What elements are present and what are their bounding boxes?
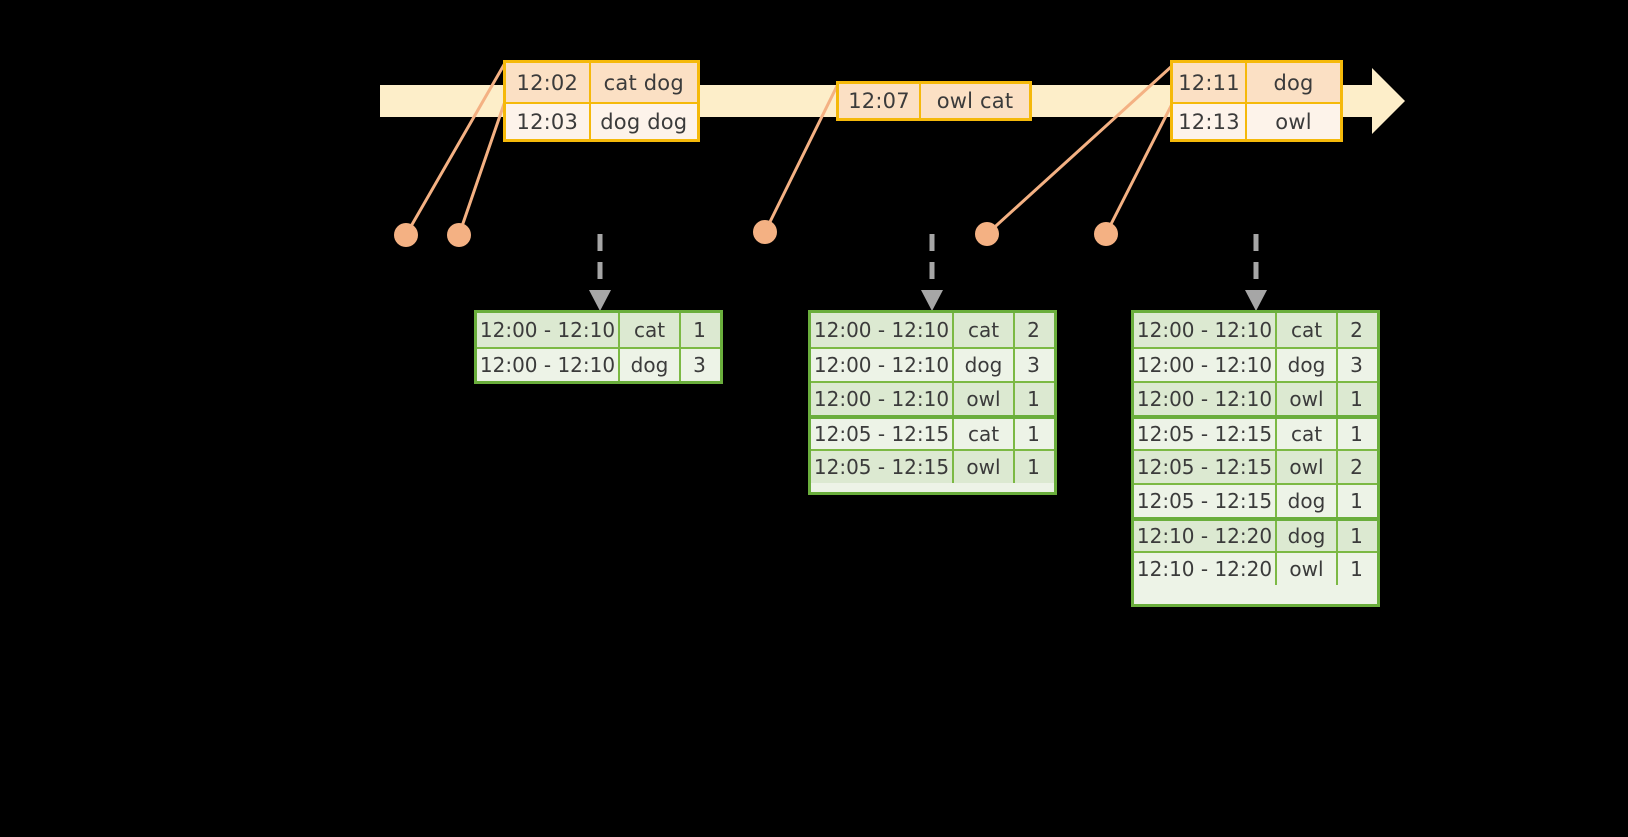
marker-dot [975, 222, 999, 246]
table-row: 12:10 - 12:20 owl 1 [1134, 551, 1377, 585]
key-cell: cat [620, 313, 681, 347]
event-words: cat dog [603, 70, 684, 95]
window-cell: 12:10 - 12:20 [1134, 521, 1277, 551]
flow-arrow-3 [1245, 234, 1267, 311]
count-cell: 1 [1350, 387, 1363, 411]
table-row: 12:05 - 12:15 cat 1 [1134, 415, 1377, 449]
window-cell: 12:00 - 12:10 [811, 313, 954, 347]
key-cell: owl [1277, 553, 1338, 585]
key-cell: dog [1277, 521, 1338, 551]
window-cell: 12:05 - 12:15 [1134, 419, 1277, 449]
event-row: 12:03 dog dog [506, 102, 697, 139]
table-row: 12:00 - 12:10 dog 3 [1134, 347, 1377, 381]
window-cell: 12:05 - 12:15 [811, 451, 954, 483]
event-words: dog [1273, 70, 1314, 95]
result-table-2: 12:00 - 12:10 cat 2 12:00 - 12:10 dog 3 … [808, 310, 1057, 495]
count-cell: 1 [1027, 422, 1040, 446]
window-cell: 12:05 - 12:15 [811, 419, 954, 449]
window-cell: 12:05 - 12:15 [1134, 485, 1277, 517]
marker-dot [1094, 222, 1118, 246]
event-words: owl [1275, 109, 1312, 134]
count-cell: 1 [1350, 524, 1363, 548]
key-cell: dog [620, 349, 681, 381]
event-row: 12:13 owl [1173, 102, 1340, 139]
count-cell: 2 [1350, 318, 1363, 342]
key-cell: dog [954, 349, 1015, 381]
key-cell: cat [1277, 419, 1338, 449]
event-time: 12:11 [1173, 63, 1247, 102]
key-cell: dog [1277, 485, 1338, 517]
count-cell: 1 [1350, 422, 1363, 446]
key-cell: cat [954, 313, 1015, 347]
event-words: dog dog [600, 109, 688, 134]
count-cell: 3 [1027, 353, 1040, 377]
key-cell: cat [954, 419, 1015, 449]
table-row: 12:10 - 12:20 dog 1 [1134, 517, 1377, 551]
dashed-flow-arrows [589, 234, 1267, 311]
marker-dot [753, 220, 777, 244]
table-row: 12:00 - 12:10 dog 3 [811, 347, 1054, 381]
event-group-1: 12:02 cat dog 12:03 dog dog [503, 60, 700, 142]
marker-dot [394, 223, 418, 247]
event-row: 12:02 cat dog [506, 63, 697, 102]
window-cell: 12:00 - 12:10 [1134, 313, 1277, 347]
table-row: 12:00 - 12:10 cat 2 [811, 313, 1054, 347]
result-table-1: 12:00 - 12:10 cat 1 12:00 - 12:10 dog 3 [474, 310, 723, 384]
count-cell: 3 [693, 353, 706, 377]
key-cell: cat [1277, 313, 1338, 347]
count-cell: 1 [1027, 455, 1040, 479]
event-words: owl cat [936, 89, 1014, 113]
event-row: 12:07 owl cat [839, 84, 1029, 118]
count-cell: 2 [1027, 318, 1040, 342]
event-row: 12:11 dog [1173, 63, 1340, 102]
window-cell: 12:00 - 12:10 [477, 313, 620, 347]
count-cell: 2 [1350, 455, 1363, 479]
table-row: 12:05 - 12:15 owl 1 [811, 449, 1054, 483]
window-cell: 12:00 - 12:10 [811, 349, 954, 381]
window-cell: 12:00 - 12:10 [477, 349, 620, 381]
table-row: 12:00 - 12:10 cat 1 [477, 313, 720, 347]
event-group-3: 12:11 dog 12:13 owl [1170, 60, 1343, 142]
count-cell: 1 [693, 318, 706, 342]
event-time: 12:07 [839, 84, 921, 118]
result-table-3: 12:00 - 12:10 cat 2 12:00 - 12:10 dog 3 … [1131, 310, 1380, 607]
flow-arrow-2 [921, 234, 943, 311]
table-row: 12:05 - 12:15 dog 1 [1134, 483, 1377, 517]
table-row: 12:00 - 12:10 cat 2 [1134, 313, 1377, 347]
window-cell: 12:05 - 12:15 [1134, 451, 1277, 483]
table-row: 12:00 - 12:10 owl 1 [1134, 381, 1377, 415]
event-marker-dots [394, 220, 1118, 247]
window-cell: 12:00 - 12:10 [1134, 383, 1277, 415]
table-row: 12:00 - 12:10 dog 3 [477, 347, 720, 381]
window-cell: 12:00 - 12:10 [811, 383, 954, 415]
key-cell: owl [954, 383, 1015, 415]
count-cell: 3 [1350, 353, 1363, 377]
table-row: 12:05 - 12:15 cat 1 [811, 415, 1054, 449]
key-cell: owl [1277, 451, 1338, 483]
marker-dot [447, 223, 471, 247]
window-cell: 12:10 - 12:20 [1134, 553, 1277, 585]
key-cell: dog [1277, 349, 1338, 381]
window-cell: 12:00 - 12:10 [1134, 349, 1277, 381]
table-row: 12:05 - 12:15 owl 2 [1134, 449, 1377, 483]
count-cell: 1 [1350, 557, 1363, 581]
count-cell: 1 [1350, 489, 1363, 513]
event-time: 12:03 [506, 104, 591, 139]
event-time: 12:13 [1173, 104, 1247, 139]
event-time: 12:02 [506, 63, 591, 102]
count-cell: 1 [1027, 387, 1040, 411]
key-cell: owl [1277, 383, 1338, 415]
event-group-2: 12:07 owl cat [836, 81, 1032, 121]
table-row: 12:00 - 12:10 owl 1 [811, 381, 1054, 415]
flow-arrow-1 [589, 234, 611, 311]
key-cell: owl [954, 451, 1015, 483]
